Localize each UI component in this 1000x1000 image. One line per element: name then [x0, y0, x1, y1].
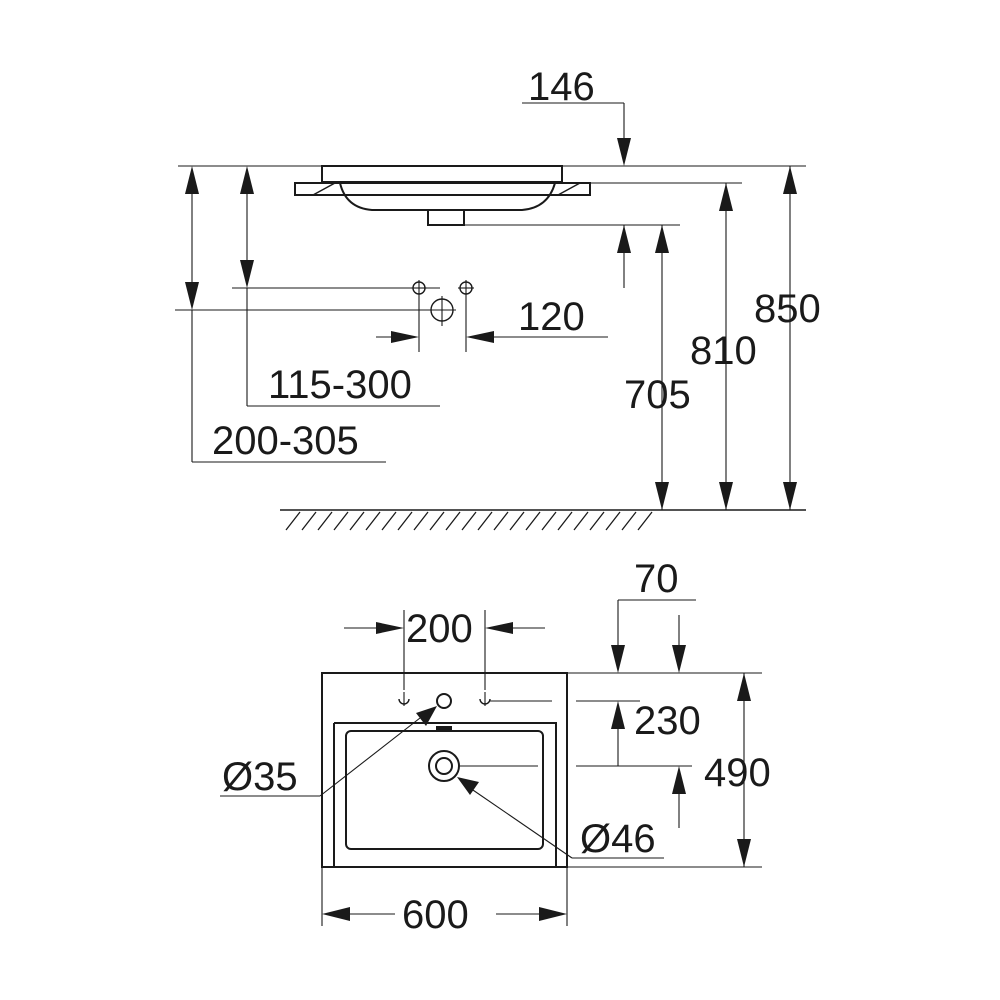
floor-hatch [280, 509, 806, 531]
dimension-200: 200 [344, 607, 545, 690]
dimension-146: 146 [522, 65, 631, 166]
dim-200-label: 200 [406, 607, 473, 651]
top-view: 200 70 230 490 [220, 557, 771, 937]
dim-115-300-label: 115-300 [268, 363, 412, 407]
leader-d35: Ø35 [220, 706, 437, 799]
side-view: 146 120 115-300 200-305 [175, 65, 821, 531]
dimension-115-300: 115-300 [240, 166, 440, 407]
dim-200-305-label: 200-305 [212, 419, 359, 463]
basin-side-outline [294, 165, 591, 226]
bowl-basin [345, 730, 544, 850]
basin-top-outline [321, 672, 568, 868]
tap-holes [398, 692, 552, 709]
overflow-slot [436, 726, 452, 730]
dimension-70: 70 [611, 557, 696, 673]
tap-hole-main [436, 693, 452, 709]
dim-810-label: 810 [690, 329, 757, 373]
dim-705-label: 705 [624, 373, 691, 417]
dim-d35-label: Ø35 [222, 755, 298, 799]
dimension-810: 810 [690, 183, 757, 510]
dimension-850: 850 [754, 166, 821, 510]
dimension-120: 120 [376, 295, 608, 343]
drain [428, 750, 538, 782]
dim-d46-label: Ø46 [580, 817, 656, 861]
leader-d46: Ø46 [457, 777, 664, 861]
dim-850-label: 850 [754, 287, 821, 331]
dimension-490: 490 [704, 673, 771, 867]
bowl-rim [334, 722, 557, 867]
dim-490-label: 490 [704, 751, 771, 795]
dim-70-label: 70 [634, 557, 679, 601]
dim-230-label: 230 [634, 699, 701, 743]
dimension-200-305: 200-305 [185, 166, 386, 463]
dim-120-label: 120 [518, 295, 585, 339]
wall-connections [411, 280, 474, 352]
dimension-600: 600 [321, 867, 568, 937]
dim-146-label: 146 [528, 65, 595, 109]
dimension-230: 230 [611, 699, 701, 828]
dimension-705: 705 [617, 225, 691, 510]
dim-600-label: 600 [402, 893, 469, 937]
